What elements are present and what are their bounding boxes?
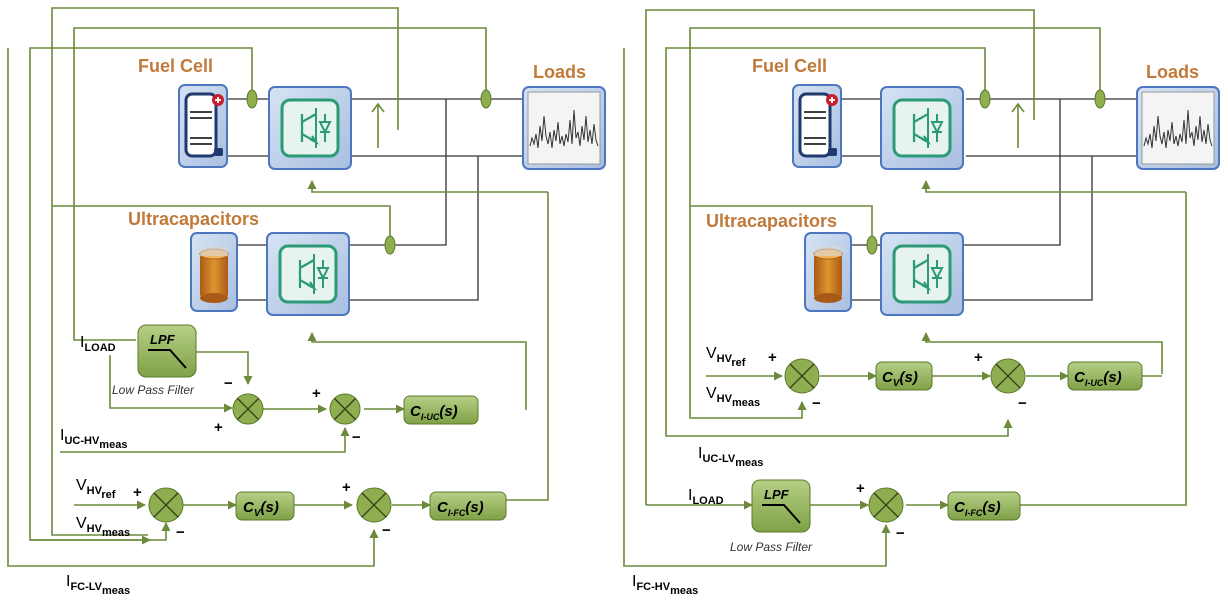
right-v-ref-label: VHVref	[706, 345, 746, 369]
right-i-load-label: ILOAD	[688, 487, 724, 507]
left-sign-plus-1: +	[214, 419, 223, 436]
right-c-ifc-text: CI-FC(s)	[954, 499, 1001, 518]
left-lpf-text: LPF	[150, 332, 176, 347]
left-ultracapacitor-icon	[190, 232, 238, 312]
left-lpf-symbol	[148, 349, 187, 369]
right-lpf-caption: Low Pass Filter	[730, 540, 813, 554]
right-ultracapacitor-icon	[804, 232, 852, 312]
right-fuel-cell-icon	[792, 84, 842, 168]
right-lpf-symbol	[762, 504, 801, 524]
left-power-lines	[228, 98, 522, 301]
left-sign-minus-4: −	[382, 522, 391, 539]
right-sign-plus-1: +	[768, 349, 777, 366]
left-ultracapacitors-label: Ultracapacitors	[128, 209, 259, 229]
left-uc-current-sensor	[384, 235, 396, 255]
left-v-ref-label: VHVref	[76, 477, 116, 501]
right-c-v-block	[875, 361, 933, 391]
right-loads-icon	[1136, 86, 1220, 170]
left-i-load-label: ILOAD	[80, 334, 116, 354]
right-sign-minus-2: −	[1018, 395, 1027, 412]
left-fc-converter-icon	[268, 86, 352, 170]
left-sign-plus-2: +	[312, 385, 321, 402]
right-fuel-cell-label: Fuel Cell	[752, 56, 827, 76]
right-c-v-text: CV(s)	[882, 369, 918, 389]
left-sign-plus-3: +	[133, 484, 142, 501]
right-sign-minus-1: −	[812, 395, 821, 412]
right-fc-converter-icon	[880, 86, 964, 170]
left-loads-icon	[522, 86, 606, 170]
right-sum-junction-2	[990, 358, 1026, 394]
right-ultracapacitors-label: Ultracapacitors	[706, 211, 837, 231]
right-fc-current-sensor	[979, 89, 991, 109]
left-c-iuc-text: CI-UC(s)	[410, 403, 458, 422]
right-i-fc-label: IFC-HVmeas	[632, 573, 698, 597]
left-sign-plus-4: +	[342, 479, 351, 496]
right-i-uc-label: IUC-LVmeas	[698, 445, 763, 469]
right-sign-plus-2: +	[974, 349, 983, 366]
left-c-ifc-text: CI-FC(s)	[437, 499, 484, 518]
right-c-iuc-text: CI-UC(s)	[1074, 369, 1122, 388]
left-fuel-cell-label: Fuel Cell	[138, 56, 213, 76]
left-sign-minus-2: −	[352, 429, 361, 446]
right-load-current-sensor	[1094, 89, 1106, 109]
left-loads-label: Loads	[533, 62, 586, 82]
left-sum-junction-1	[232, 393, 264, 425]
left-c-iuc-block	[403, 395, 479, 425]
left-i-uc-label: IUC-HVmeas	[60, 427, 127, 451]
right-sum-junction-3	[868, 487, 904, 523]
right-uc-converter-icon	[880, 232, 964, 316]
left-sign-minus-3: −	[176, 524, 185, 541]
left-load-current-sensor	[480, 89, 492, 109]
right-sign-minus-3: −	[896, 525, 905, 542]
left-uc-converter-icon	[266, 232, 350, 316]
right-sign-plus-3: +	[856, 480, 865, 497]
right-sum-junction-1	[784, 358, 820, 394]
right-feedback-wires	[623, 9, 1187, 567]
left-c-v-block	[235, 491, 295, 521]
left-c-v-text: CV(s)	[243, 499, 279, 519]
left-c-ifc-block	[429, 491, 507, 521]
right-loads-label: Loads	[1146, 62, 1199, 82]
left-sum-junction-4	[356, 487, 392, 523]
right-diagram: Fuel Cell Loads Ultracapacitors CV(s) CI…	[623, 9, 1220, 597]
left-sum-junction-3	[148, 487, 184, 523]
right-lpf-text: LPF	[764, 487, 790, 502]
left-feedback-wires	[7, 7, 549, 567]
right-uc-current-sensor	[866, 235, 878, 255]
right-c-ifc-block	[947, 491, 1021, 521]
left-v-meas-label: VHVmeas	[76, 515, 130, 539]
left-diagram: Fuel Cell Loads Ultracapacitors LPF Low …	[7, 7, 606, 597]
left-fuel-cell-icon	[178, 84, 228, 168]
left-lpf-caption: Low Pass Filter	[112, 383, 195, 397]
right-v-meas-label: VHVmeas	[706, 385, 760, 409]
left-sum-junction-2	[329, 393, 361, 425]
left-fc-current-sensor	[246, 89, 258, 109]
left-i-fc-label: IFC-LVmeas	[66, 573, 130, 597]
left-sign-minus-1: −	[224, 375, 233, 392]
